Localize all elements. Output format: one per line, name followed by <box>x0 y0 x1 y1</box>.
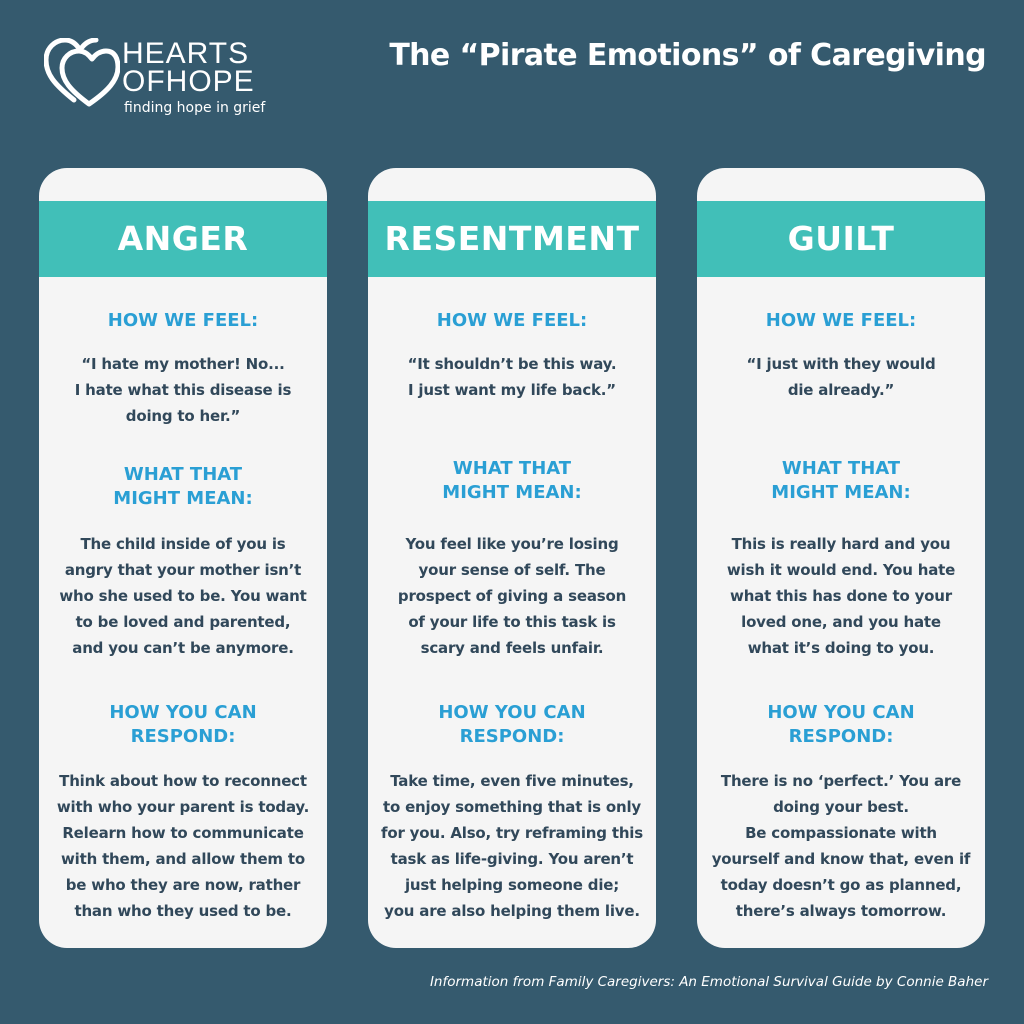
card-title: ANGER <box>39 201 327 277</box>
logo-line-1: HEARTS <box>122 37 250 70</box>
how-we-feel-heading: HOW WE FEEL: <box>107 310 259 331</box>
how-you-can-respond-text: Take time, even five minutes,to enjoy so… <box>381 772 643 920</box>
card-resentment: RESENTMENT HOW WE FEEL: “It shouldn’t be… <box>368 168 656 948</box>
hearts-icon <box>44 38 120 107</box>
how-we-feel-text: “It shouldn’t be this way.I just want my… <box>407 355 617 399</box>
logo: HEARTS OFHOPE finding hope in grief <box>44 38 284 122</box>
logo-tagline: finding hope in grief <box>124 100 266 116</box>
how-we-feel-heading: HOW WE FEEL: <box>765 310 917 331</box>
page-title: The “Pirate Emotions” of Caregiving <box>389 38 986 73</box>
logo-wordmark: HEARTS OFHOPE <box>122 37 255 98</box>
card-title: GUILT <box>697 201 985 277</box>
source-attribution: Information from Family Caregivers: An E… <box>429 974 988 990</box>
how-we-feel-text: “I hate my mother! No...I hate what this… <box>74 355 292 425</box>
card-anger: ANGER HOW WE FEEL: “I hate my mother! No… <box>39 168 327 948</box>
how-we-feel-heading: HOW WE FEEL: <box>436 310 588 331</box>
logo-line-2: OFHOPE <box>122 65 255 98</box>
card-guilt: GUILT HOW WE FEEL: “I just with they wou… <box>697 168 985 948</box>
card-title: RESENTMENT <box>368 201 656 277</box>
